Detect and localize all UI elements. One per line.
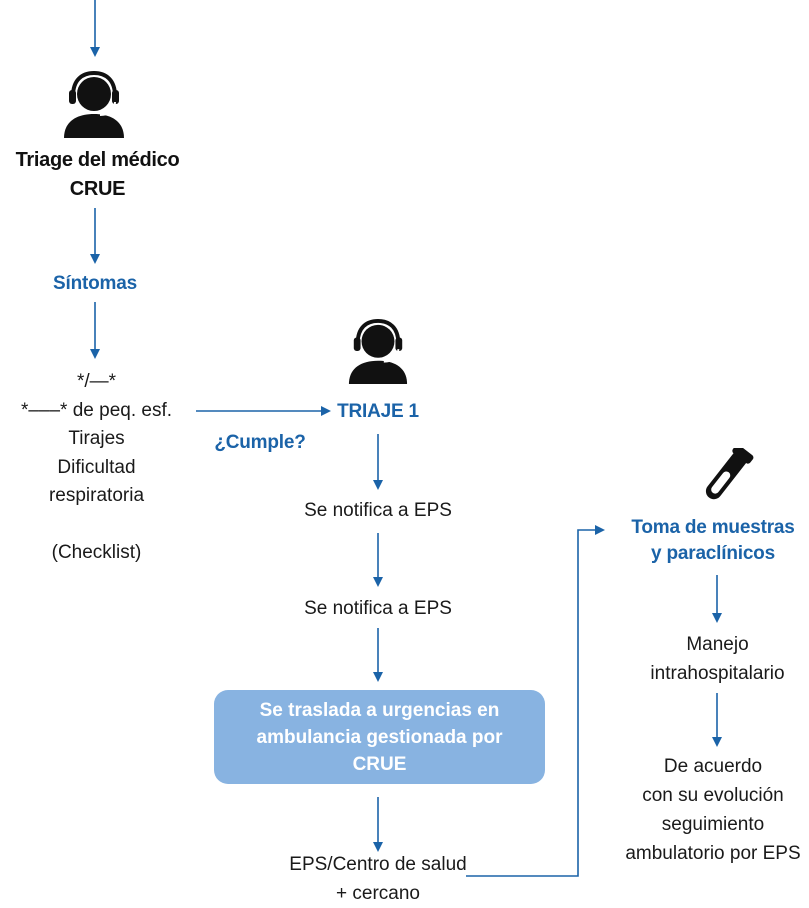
node-seguimiento: De acuerdo con su evolución seguimiento … [618,752,808,868]
manejo-line2: intrahospitalario [650,663,785,684]
arrow-eps-to-toma [466,525,605,877]
node-toma-muestras: Toma de muestras y paraclínicos [617,515,809,567]
eps-centro-line2: + cercano [336,883,420,904]
seguimiento-line3: seguimiento [661,814,765,835]
node-symptoms-list: */—* *–––* de peq. esf. Tirajes Dificult… [0,368,193,568]
toma-muestras-line1: Toma de muestras [631,517,795,538]
node-traslado-box: Se traslada a urgencias en ambulancia ge… [214,690,545,784]
node-manejo: Manejo intrahospitalario [630,630,805,688]
headset-operator-icon [348,319,408,384]
seguimiento-line1: De acuerdo [663,756,763,777]
seguimiento-line4: ambulatorio por EPS [625,843,801,864]
test-tube-icon [705,448,754,500]
symptom-line-6 [0,511,193,540]
symptom-line-1: */—* [76,371,117,392]
traslado-label: Se traslada a urgencias en ambulancia ge… [256,699,503,775]
node-sintomas: Síntomas [53,273,137,294]
symptom-line-2: *–––* de peq. esf. [20,399,173,421]
node-notifica-eps-1: Se notifica a EPS [304,500,452,521]
symptom-line-3: Tirajes [68,428,125,449]
toma-muestras-line2: y paraclínicos [651,543,775,564]
symptom-line-5: respiratoria [48,485,145,506]
node-eps-centro: EPS/Centro de salud + cercano [273,850,483,908]
triage-medico-line2: CRUE [69,178,126,200]
manejo-line1: Manejo [686,634,749,655]
triage-medico-line1: Triage del médico [15,149,180,171]
node-triaje1: TRIAJE 1 [337,401,419,422]
node-cumple: ¿Cumple? [214,432,306,453]
checklist-label: (Checklist) [51,542,142,563]
symptom-line-4: Dificultad [57,456,136,478]
seguimiento-line2: con su evolución [642,785,784,806]
headset-operator-icon [64,70,124,138]
node-notifica-eps-2: Se notifica a EPS [304,598,452,619]
node-triage-medico: Triage del médico CRUE [0,146,195,204]
eps-centro-line1: EPS/Centro de salud [289,854,467,875]
